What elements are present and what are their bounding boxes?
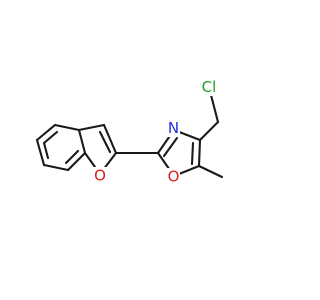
bond (35, 138, 46, 167)
label-mask (167, 168, 180, 185)
bond (77, 128, 87, 155)
bond (53, 123, 81, 132)
bond (42, 141, 50, 160)
bonds (35, 93, 224, 179)
benzofuran-oxygen-label: O (94, 167, 106, 185)
bond (42, 163, 70, 172)
bond (35, 123, 57, 142)
label-mask (93, 167, 107, 184)
label-mask (167, 120, 180, 137)
bond (162, 136, 179, 158)
bond (64, 149, 80, 165)
chlorine-label: Cl (202, 78, 217, 96)
bond (190, 141, 195, 166)
oxazole-oxygen-label: O (168, 168, 180, 186)
bond (197, 164, 224, 179)
bond (77, 123, 106, 132)
oxazole-nitrogen-atom: N (167, 119, 180, 137)
bond (98, 130, 112, 154)
benzofuran-oxygen-atom: O (93, 167, 107, 185)
bond (209, 93, 220, 124)
bond (197, 138, 202, 168)
oxazole-oxygen-atom: O (167, 168, 180, 186)
atom-labels: Cl N O O (93, 78, 221, 186)
label-mask (197, 79, 221, 96)
chlorine-atom: Cl (197, 78, 221, 96)
molecule-structure: Cl N O O (35, 78, 224, 186)
bond (102, 123, 118, 155)
bond (198, 120, 220, 142)
oxazole-nitrogen-label: N (168, 119, 179, 137)
bond (42, 130, 59, 145)
bond (66, 151, 87, 172)
